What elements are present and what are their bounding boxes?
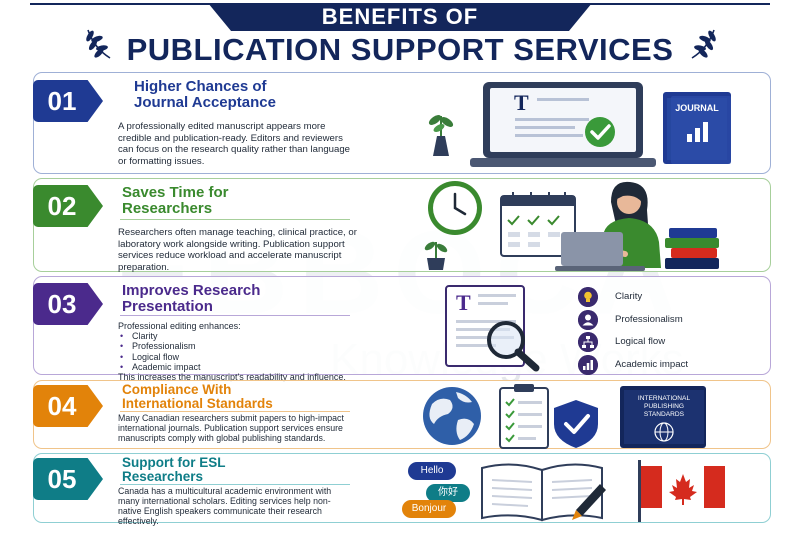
card-number: 01: [47, 86, 77, 116]
card-body: Researchers often manage teaching, clini…: [118, 227, 357, 273]
bullet-list: Clarity Professionalism Logical flow Aca…: [118, 331, 358, 372]
card-number: 03: [47, 289, 77, 319]
card-title: Compliance With International Standards: [122, 382, 273, 411]
card-number: 04: [47, 391, 77, 421]
title-divider: [120, 411, 350, 412]
card-body: Canada has a multicultural academic envi…: [118, 486, 332, 526]
card-number: 05: [47, 464, 77, 494]
benefit-card-1: 01 Higher Chances of Journal Acceptance …: [33, 72, 771, 174]
title-divider: [120, 315, 350, 316]
bullet-item: Professionalism: [118, 341, 358, 351]
speech-bubble-english: Hello: [408, 462, 456, 480]
magnifier-icon: [487, 321, 540, 372]
person-icon: [578, 309, 598, 330]
globe-icon: [423, 387, 481, 445]
card-number-badge: 03: [33, 283, 103, 325]
svg-text:T: T: [456, 290, 471, 315]
open-book-flag-illustration: [481, 460, 725, 522]
plant-icon: [424, 241, 448, 270]
svg-text:PUBLISHING: PUBLISHING: [644, 403, 684, 410]
svg-text:INTERNATIONAL: INTERNATIONAL: [638, 395, 691, 402]
speech-bubble-chinese: 你好: [426, 484, 470, 502]
laurel-left-icon: [86, 29, 111, 59]
bullet-item: Clarity: [118, 331, 358, 341]
card-title: Higher Chances of Journal Acceptance: [134, 78, 276, 111]
plant-icon: [428, 115, 454, 156]
card-title: Improves Research Presentation: [122, 282, 261, 315]
card-body: A professionally edited manuscript appea…: [118, 121, 351, 167]
lightbulb-icon: [578, 287, 598, 307]
card-number: 02: [47, 191, 77, 221]
svg-text:T: T: [514, 90, 529, 115]
card-number-badge: 04: [33, 385, 103, 427]
clipboard-icon: [499, 384, 549, 449]
canada-flag-icon: [638, 460, 725, 522]
svg-text:STANDARDS: STANDARDS: [644, 411, 685, 418]
card-outro: This increases the manuscript's readabil…: [118, 372, 346, 383]
banner-rule-right: [590, 3, 770, 5]
laurel-right-icon: [691, 29, 716, 59]
svg-text:JOURNAL: JOURNAL: [675, 103, 719, 113]
document-magnifier-illustration: T: [445, 285, 540, 372]
bar-chart-icon: [578, 354, 598, 375]
card-number-badge: 01: [33, 80, 103, 122]
standards-book-icon: INTERNATIONAL PUBLISHING STANDARDS: [620, 386, 706, 448]
title-divider: [120, 219, 350, 220]
card-title: Saves Time for Researchers: [122, 184, 229, 217]
flowchart-icon: [578, 332, 598, 352]
clock-icon: [428, 181, 482, 235]
header-banner-text: BENEFITS OF: [321, 4, 479, 29]
header-banner: [208, 3, 592, 31]
bullet-item: Academic impact: [118, 362, 358, 372]
standards-illustration: INTERNATIONAL PUBLISHING STANDARDS: [423, 384, 706, 449]
benefit-card-3: 03 Improves Research Presentation Profes…: [33, 276, 771, 382]
laptop-journal-illustration: T JOURNAL: [428, 82, 731, 167]
speech-bubble-french: Bonjour: [402, 500, 456, 518]
title-divider: [120, 484, 350, 485]
open-book-icon: [481, 463, 603, 522]
researcher-desk-illustration: [424, 181, 719, 271]
bullet-item: Logical flow: [118, 352, 358, 362]
banner-rule-left: [30, 3, 210, 5]
calendar-icon: [500, 192, 576, 257]
shield-check-icon: [554, 400, 598, 448]
card-title: Support for ESL Researchers: [122, 455, 226, 484]
card-body: Many Canadian researchers submit papers …: [118, 413, 344, 443]
card-number-badge: 02: [33, 185, 103, 227]
page-title: PUBLICATION SUPPORT SERVICES: [126, 32, 674, 67]
card-number-badge: 05: [33, 458, 103, 500]
card-body: Professional editing enhances: Clarity P…: [118, 321, 358, 382]
card-intro: Professional editing enhances:: [118, 321, 241, 331]
pen-icon: [572, 484, 606, 520]
